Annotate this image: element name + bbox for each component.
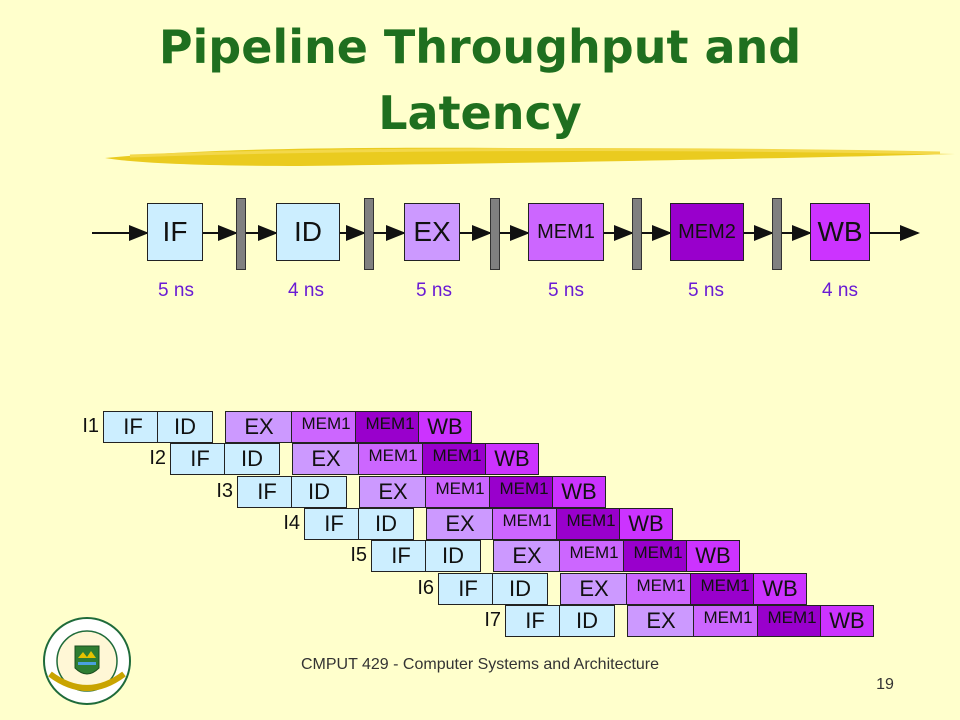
stage-time-id: 4 ns	[288, 280, 324, 301]
timing-cell-i2-1: ID	[224, 443, 280, 476]
timing-cell-i5-4: MEM1	[623, 540, 693, 573]
timing-cell-i1-4: MEM1	[355, 411, 425, 443]
timing-cell-i7-0: IF	[505, 604, 565, 637]
timing-cell-i4-3: MEM1	[492, 507, 562, 540]
timing-cell-i5-0: IF	[371, 540, 431, 573]
timing-cell-i1-3: MEM1	[291, 411, 361, 443]
pipeline-latch	[632, 198, 642, 270]
instruction-label: I5	[350, 544, 367, 567]
pipeline-stage-mem2: MEM2	[670, 203, 744, 261]
timing-cell-i6-1: ID	[492, 572, 548, 605]
title-underline	[105, 147, 955, 166]
timing-cell-i4-4: MEM1	[556, 507, 626, 540]
pipeline-latch	[236, 198, 246, 270]
timing-cell-i6-4: MEM1	[690, 572, 760, 605]
university-logo	[42, 616, 132, 711]
stage-time-mem2: 5 ns	[688, 280, 724, 301]
pipeline-latch	[364, 198, 374, 270]
pipeline-stage-wb: WB	[810, 203, 870, 261]
timing-cell-i7-4: MEM1	[757, 604, 827, 637]
pipeline-latch	[772, 198, 782, 270]
timing-cell-i4-1: ID	[358, 507, 414, 540]
instruction-label: I7	[484, 608, 501, 631]
timing-cell-i1-5: WB	[418, 411, 472, 443]
pipeline-stage-if: IF	[147, 203, 203, 261]
timing-cell-i3-3: MEM1	[425, 475, 495, 508]
page-number: 19	[876, 676, 894, 693]
stage-time-if: 5 ns	[158, 280, 194, 301]
slide-title: Pipeline Throughput and Latency	[158, 20, 802, 140]
timing-cell-i3-5: WB	[552, 475, 606, 508]
timing-cell-i5-5: WB	[686, 540, 740, 573]
pipeline-stage-ex: EX	[404, 203, 460, 261]
timing-cell-i7-2: EX	[627, 604, 695, 637]
university-crest-icon	[43, 617, 131, 705]
timing-cell-i2-0: IF	[170, 443, 230, 476]
instruction-label: I3	[216, 479, 233, 502]
timing-cell-i4-2: EX	[426, 507, 494, 540]
instruction-label: I6	[417, 576, 434, 599]
timing-cell-i1-0: IF	[103, 411, 163, 443]
timing-cell-i6-2: EX	[560, 572, 628, 605]
instruction-label: I1	[82, 415, 99, 437]
timing-cell-i7-3: MEM1	[693, 604, 763, 637]
timing-cell-i1-2: EX	[225, 411, 293, 443]
instruction-label: I2	[149, 447, 166, 470]
timing-cell-i5-1: ID	[425, 540, 481, 573]
pipeline-latch	[490, 198, 500, 270]
timing-cell-i2-3: MEM1	[358, 443, 428, 476]
timing-cell-i2-2: EX	[292, 443, 360, 476]
timing-cell-i2-4: MEM1	[422, 443, 492, 476]
timing-cell-i5-3: MEM1	[559, 540, 629, 573]
timing-cell-i1-1: ID	[157, 411, 213, 443]
timing-cell-i5-2: EX	[493, 540, 561, 573]
stage-time-mem1: 5 ns	[548, 280, 584, 301]
timing-cell-i7-5: WB	[820, 604, 874, 637]
timing-cell-i2-5: WB	[485, 443, 539, 476]
timing-cell-i6-5: WB	[753, 572, 807, 605]
timing-cell-i3-1: ID	[291, 475, 347, 508]
timing-cell-i7-1: ID	[559, 604, 615, 637]
stage-time-wb: 4 ns	[822, 280, 858, 301]
timing-cell-i3-0: IF	[237, 475, 297, 508]
timing-cell-i3-4: MEM1	[489, 475, 559, 508]
stage-time-ex: 5 ns	[416, 280, 452, 301]
pipeline-stage-mem1: MEM1	[528, 203, 604, 261]
timing-cell-i4-5: WB	[619, 507, 673, 540]
pipeline-stage-id: ID	[276, 203, 340, 261]
timing-cell-i3-2: EX	[359, 475, 427, 508]
instruction-label: I4	[283, 511, 300, 534]
timing-cell-i6-3: MEM1	[626, 572, 696, 605]
timing-cell-i6-0: IF	[438, 572, 498, 605]
footer-text: CMPUT 429 - Computer Systems and Archite…	[300, 656, 660, 673]
timing-cell-i4-0: IF	[304, 507, 364, 540]
